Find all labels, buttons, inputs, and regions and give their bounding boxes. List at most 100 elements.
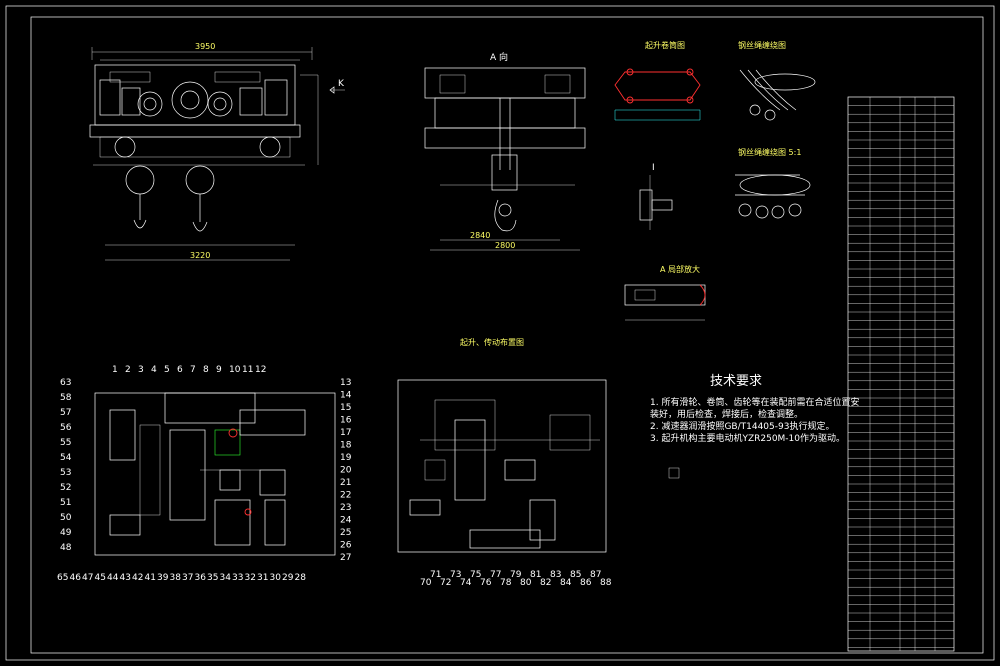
- tech-req-title: 技术要求: [710, 374, 762, 389]
- callout-left-49: 49: [60, 528, 72, 538]
- callout-left-55: 55: [60, 438, 71, 448]
- arrangement-plan-right: 起升、传动布置图: [397, 337, 607, 553]
- arrangement-plan-left: [94, 392, 336, 556]
- callout-second-82: 82: [540, 578, 551, 588]
- callout-second-76: 76: [480, 578, 492, 588]
- callout-right-25: 25: [340, 528, 351, 538]
- callout-bottom-39: 39: [157, 573, 169, 583]
- arrange-plan-label: 起升、传动布置图: [460, 337, 524, 347]
- callout-bottom-37: 37: [182, 573, 193, 583]
- callout-second-78: 78: [500, 578, 512, 588]
- callout-top-3: 3: [138, 365, 144, 375]
- callout-bottom-65: 65: [57, 573, 68, 583]
- callout-bottom-46: 46: [70, 573, 82, 583]
- callout-second-70: 70: [420, 578, 432, 588]
- callout-left-50: 50: [60, 513, 72, 523]
- callout-right-26: 26: [340, 541, 352, 551]
- callout-right-23: 23: [340, 503, 351, 513]
- callout-right-24: 24: [340, 516, 352, 526]
- callout-left-48: 48: [60, 543, 72, 553]
- callout-left-63: 63: [60, 378, 71, 388]
- tech-req-line-3: 2. 减速器润滑按照GB/T14405-93执行规定。: [650, 420, 834, 432]
- callout-right-15: 15: [340, 403, 351, 413]
- callout-bottom-31: 31: [257, 573, 268, 583]
- callout-left-58: 58: [60, 393, 72, 403]
- rope-detail-a: 起升卷筒图: [614, 40, 701, 121]
- callout-bottom-44: 44: [107, 573, 119, 583]
- callout-bottom-29: 29: [282, 573, 294, 583]
- callout-second-80: 80: [520, 578, 532, 588]
- callout-left-52: 52: [60, 483, 71, 493]
- svg-text:I: I: [652, 163, 655, 173]
- callout-second-74: 74: [460, 578, 472, 588]
- inner-border: [30, 16, 984, 654]
- callout-second-84: 84: [560, 578, 572, 588]
- rope-c-label: 钢丝绳缠绕图 5:1: [738, 147, 801, 157]
- callout-bottom-41: 41: [145, 573, 156, 583]
- callout-bottom-45: 45: [95, 573, 106, 583]
- rope-detail-c: 钢丝绳缠绕图 5:1: [735, 147, 811, 219]
- rope-a-label: 起升卷筒图: [645, 40, 685, 50]
- callout-bottom-36: 36: [195, 573, 207, 583]
- callout-second-71: 71: [430, 570, 441, 580]
- rope-b-label: 钢丝绳缠绕图: [738, 40, 786, 50]
- parts-list-table: [847, 96, 955, 652]
- callout-second-88: 88: [600, 578, 612, 588]
- callout-bottom-35: 35: [207, 573, 218, 583]
- callout-second-79: 79: [510, 570, 522, 580]
- callout-bottom-32: 32: [245, 573, 256, 583]
- callout-bottom-43: 43: [120, 573, 131, 583]
- callout-right-16: 16: [340, 416, 352, 426]
- callout-left-51: 51: [60, 498, 71, 508]
- callout-second-75: 75: [470, 570, 481, 580]
- callout-second-81: 81: [530, 570, 541, 580]
- callout-right-20: 20: [340, 466, 352, 476]
- callout-second-87: 87: [590, 570, 601, 580]
- callout-top-4: 4: [151, 365, 157, 375]
- callout-right-14: 14: [340, 391, 352, 401]
- tech-req-line-4: 3. 起升机构主要电动机YZR250M-10作为驱动。: [650, 432, 845, 444]
- front-view: 3950 3220 K: [89, 42, 345, 261]
- callout-top-2: 2: [125, 365, 131, 375]
- callout-top-5: 5: [164, 365, 170, 375]
- callout-second-77: 77: [490, 570, 501, 580]
- callout-bottom-30: 30: [270, 573, 282, 583]
- callout-left-53: 53: [60, 468, 71, 478]
- callout-top-8: 8: [203, 365, 209, 375]
- callout-bottom-47: 47: [82, 573, 93, 583]
- callout-bottom-38: 38: [170, 573, 182, 583]
- rope-detail-b: 钢丝绳缠绕图: [738, 40, 816, 121]
- outer-border: [5, 5, 995, 661]
- base-width-dim: 3220: [190, 251, 210, 260]
- callout-bottom-28: 28: [295, 573, 307, 583]
- callout-second-83: 83: [550, 570, 561, 580]
- detail-a: A 局部放大: [624, 264, 706, 321]
- detail-a-label: A 局部放大: [660, 264, 700, 274]
- svg-text:K: K: [338, 79, 345, 89]
- callout-right-19: 19: [340, 453, 352, 463]
- callout-top-9: 9: [216, 365, 222, 375]
- tech-req-line-1: 1. 所有滑轮、卷筒、齿轮等在装配前需在合适位置安: [650, 396, 859, 408]
- callout-top-12: 12: [255, 365, 266, 375]
- side-width-dim: 2840: [470, 231, 490, 240]
- tech-req-line-2: 装好，用后检查，焊接后，检查调整。: [650, 408, 803, 420]
- callout-right-22: 22: [340, 491, 351, 501]
- callout-left-54: 54: [60, 453, 72, 463]
- top-width-dim: 3950: [195, 42, 215, 51]
- callout-left-56: 56: [60, 423, 72, 433]
- callout-top-1: 1: [112, 365, 118, 375]
- callout-bottom-42: 42: [132, 573, 143, 583]
- callout-left-57: 57: [60, 408, 71, 418]
- callout-top-10: 10: [229, 365, 241, 375]
- callout-second-72: 72: [440, 578, 451, 588]
- callout-right-27: 27: [340, 553, 351, 563]
- callout-top-7: 7: [190, 365, 196, 375]
- callout-bottom-34: 34: [220, 573, 232, 583]
- callout-second-73: 73: [450, 570, 461, 580]
- callout-second-86: 86: [580, 578, 592, 588]
- callout-top-11: 11: [242, 365, 253, 375]
- pin-detail: I: [639, 163, 673, 230]
